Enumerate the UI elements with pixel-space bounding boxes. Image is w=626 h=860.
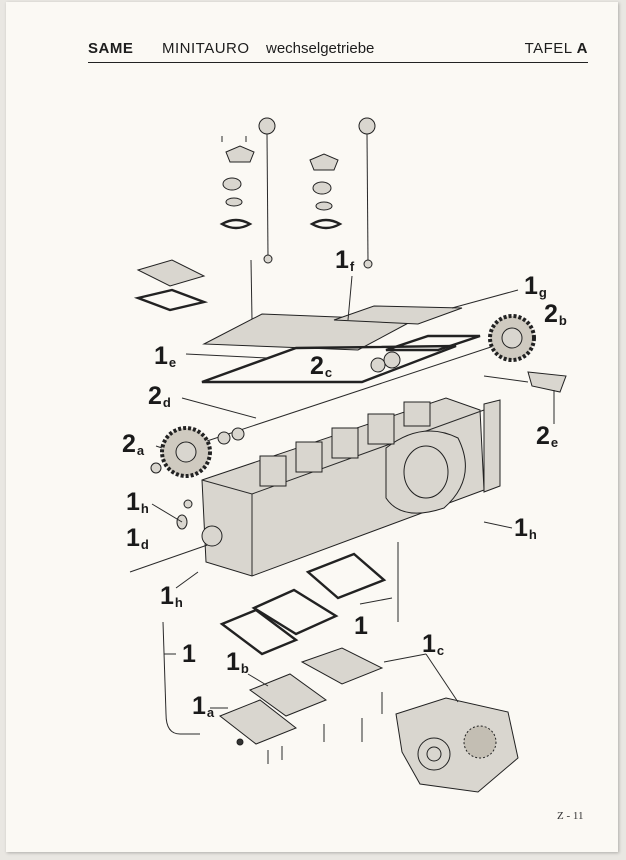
bottom-gasket-3 [219, 608, 299, 656]
callout-label: 1 [182, 640, 196, 668]
callout-label: 1f [335, 246, 355, 274]
shift-rod-left [219, 117, 276, 264]
small-cover [136, 259, 206, 287]
callout-label: 2b [544, 300, 567, 328]
callout-label: 1h [514, 514, 537, 542]
cover-1c [300, 647, 384, 685]
brand-name: SAME [88, 40, 134, 57]
bottom-gasket-1 [305, 552, 387, 600]
exploded-gearbox-drawing [129, 117, 567, 793]
cover-1a [219, 699, 297, 745]
callout-label: 1a [192, 692, 215, 720]
plate-word: TAFEL [524, 40, 573, 57]
cover-1b [248, 673, 328, 717]
callout-label: 2c [310, 352, 333, 380]
callout-label: 1 [354, 612, 368, 640]
callout-label: 1h [160, 582, 183, 610]
callout-label: 2d [148, 382, 171, 410]
cover-plate-right [333, 305, 463, 325]
callout-label: 1g [524, 272, 547, 300]
page-number: Z - 11 [557, 810, 584, 822]
callout-label: 1e [154, 342, 177, 370]
cover-gasket [201, 344, 457, 384]
callout-label: 1c [422, 630, 445, 658]
pto-housing [395, 697, 519, 793]
small-gasket [133, 288, 209, 312]
input-shaft [129, 541, 217, 573]
plate-letter: A [576, 40, 588, 57]
dipstick [162, 621, 167, 715]
callout-label: 1b [226, 648, 249, 676]
callout-label: 2e [536, 422, 559, 450]
model-name: MINITAURO [162, 40, 250, 57]
main-shaft [203, 341, 507, 443]
shift-rod-right [309, 117, 376, 269]
callout-label: 2a [122, 430, 145, 458]
callout-label: 1h [126, 488, 149, 516]
bottom-gasket-2 [251, 588, 339, 636]
shift-fork [527, 371, 567, 393]
section-title: wechselgetriebe [266, 40, 375, 57]
callout-label: 1d [126, 524, 149, 552]
gearbox-housing [201, 397, 501, 577]
